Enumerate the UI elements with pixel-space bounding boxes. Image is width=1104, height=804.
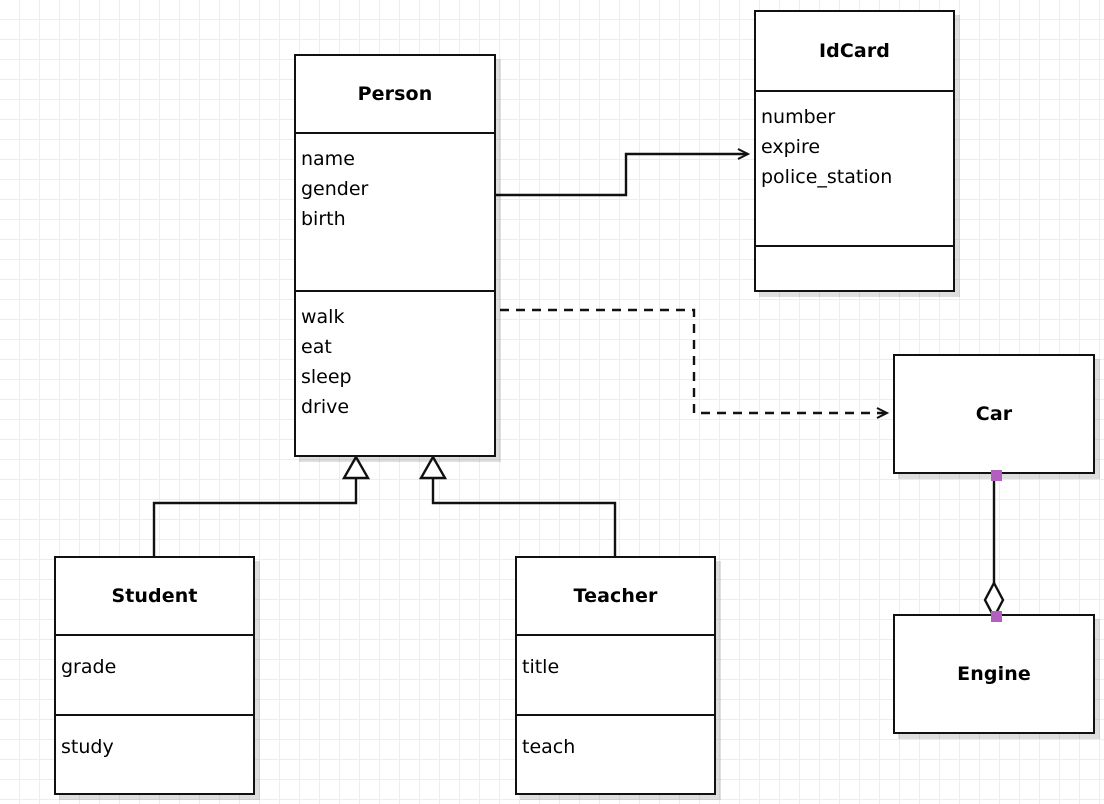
attributes-idcard: number expire police_station	[756, 90, 953, 245]
edge-car-engine[interactable]	[983, 474, 1005, 620]
class-box-student[interactable]: Student grade study	[54, 556, 255, 795]
attribute-item: police_station	[761, 166, 893, 188]
edge-person-car[interactable]	[500, 308, 890, 419]
method-item: sleep	[301, 366, 352, 388]
method-item: eat	[301, 336, 332, 358]
method-item: walk	[301, 306, 345, 328]
attribute-item: name	[301, 148, 355, 170]
class-name-person: Person	[357, 83, 433, 105]
methods-person: walk eat sleep drive	[296, 290, 494, 455]
edge-handle-engine-top[interactable]	[991, 611, 1002, 622]
class-box-person[interactable]: Person name gender birth walk eat sleep …	[294, 54, 496, 457]
attribute-item: birth	[301, 208, 346, 230]
attribute-item: gender	[301, 178, 369, 200]
methods-idcard-empty	[756, 245, 953, 290]
edge-student-person[interactable]	[152, 454, 371, 556]
class-box-engine[interactable]: Engine	[893, 611, 1095, 734]
edge-teacher-person[interactable]	[418, 454, 617, 556]
attributes-person: name gender birth	[296, 132, 494, 290]
methods-student: study	[56, 714, 253, 793]
class-name-idcard: IdCard	[818, 40, 890, 62]
edge-person-idcard[interactable]	[496, 148, 751, 197]
attribute-item: grade	[61, 656, 117, 678]
attributes-student: grade	[56, 634, 253, 714]
class-box-car[interactable]: Car	[893, 354, 1095, 481]
method-item: teach	[522, 735, 576, 758]
attribute-item: expire	[761, 136, 821, 158]
methods-teacher: teach	[517, 714, 714, 793]
class-name-car: Car	[975, 403, 1013, 425]
class-name-teacher: Teacher	[573, 585, 658, 607]
class-name-student: Student	[111, 585, 198, 607]
class-box-idcard[interactable]: IdCard number expire police_station	[754, 10, 955, 292]
class-box-teacher[interactable]: Teacher title teach	[515, 556, 716, 795]
attributes-teacher: title	[517, 634, 714, 714]
method-item: study	[61, 735, 114, 758]
method-item: drive	[301, 396, 350, 418]
attribute-item: number	[761, 106, 836, 128]
class-name-engine: Engine	[957, 663, 1031, 685]
attribute-item: title	[522, 656, 560, 678]
edge-handle-car-bottom[interactable]	[991, 470, 1002, 481]
